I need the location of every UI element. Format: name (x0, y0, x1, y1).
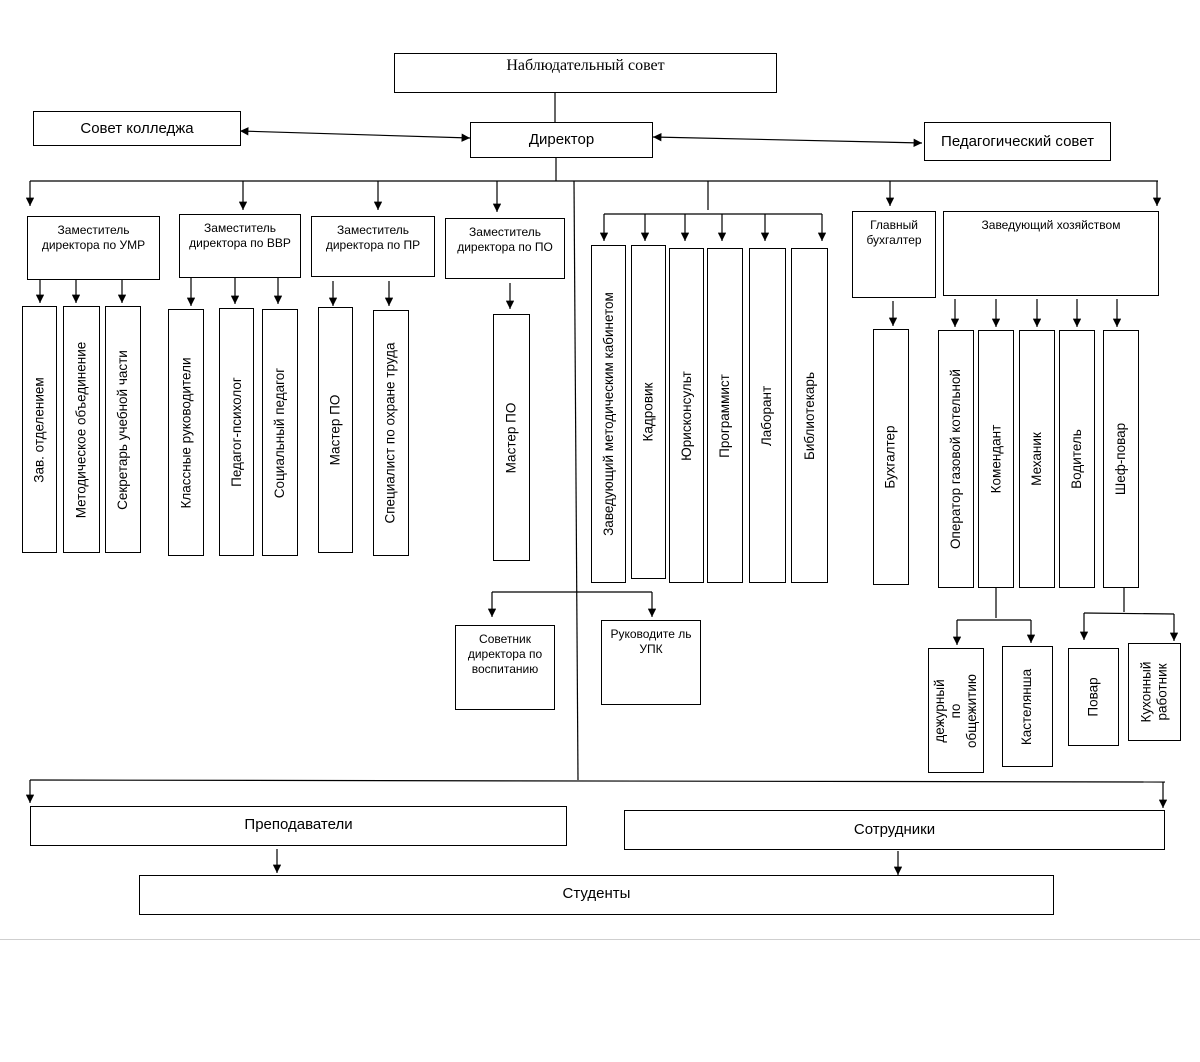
upk-head-box: Руководите ль УПК (601, 620, 701, 705)
staff-label: Социальный педагог (272, 367, 287, 498)
staff-label: Специалист по охране труда (383, 342, 398, 524)
staff-label: Библиотекарь (801, 371, 817, 460)
staff-label: Повар (1085, 677, 1101, 717)
housekeeping-head-box: Заведующий хозяйством (943, 211, 1159, 296)
staff-label: Зав. отделением (31, 376, 47, 483)
staff-box: Лаборант (749, 248, 786, 583)
upk-head-label: Руководите ль УПК (610, 627, 692, 656)
staff-box: Оператор газовой котельной (938, 330, 974, 588)
staff-label: Секретарь учебной части (115, 349, 130, 510)
teachers-label: Преподаватели (244, 816, 353, 833)
staff-label: Классные руководители (178, 357, 193, 508)
staff-box: Мастер ПО (493, 314, 530, 561)
employees-label: Сотрудники (853, 821, 936, 838)
education-advisor-box: Советник директора по воспитанию (455, 625, 555, 710)
deputy-umr-box: Заместитель директора по УМР (27, 216, 160, 280)
staff-box: Заведующий методическим кабинетом (591, 245, 626, 583)
college-council-box: Совет колледжа (33, 111, 241, 146)
deputy-pr-box: Заместитель директора по ПР (311, 216, 435, 277)
staff-box: Кухонный работник (1128, 643, 1181, 741)
teachers-box: Преподаватели (30, 806, 567, 846)
students-box: Студенты (139, 875, 1054, 915)
staff-label: Бухгалтер (883, 425, 898, 489)
staff-box: Водитель (1059, 330, 1095, 588)
staff-box: Юрисконсульт (669, 248, 704, 583)
pedagogical-council-box: Педагогический совет (924, 122, 1111, 161)
deputy-umr-label: Заместитель директора по УМР (41, 223, 146, 252)
supervisory-board-box: Наблюдательный совет (394, 53, 777, 93)
staff-box: Шеф-повар (1103, 330, 1139, 588)
staff-label: Кадровик (640, 382, 656, 442)
staff-label: Лаборант (759, 385, 775, 446)
staff-label: Механик (1029, 432, 1044, 486)
staff-label: Юрисконсульт (678, 370, 694, 461)
staff-box: Специалист по охране труда (373, 310, 409, 556)
staff-label: Комендант (988, 424, 1004, 494)
staff-box: Бухгалтер (873, 329, 909, 585)
director-label: Директор (528, 131, 595, 148)
deputy-vvr-label: Заместитель директора по ВВР (189, 221, 291, 250)
staff-box: дежурный по общежитию (928, 648, 984, 773)
supervisory-board-label: Наблюдательный совет (506, 57, 665, 74)
staff-label: дежурный по общежитию (932, 673, 980, 748)
staff-label: Методическое объединение (73, 341, 89, 518)
staff-label: Заведующий методическим кабинетом (600, 292, 616, 536)
staff-label: Оператор газовой котельной (948, 369, 963, 549)
college-council-label: Совет колледжа (80, 119, 194, 137)
staff-box: Комендант (978, 330, 1014, 588)
pedagogical-council-label: Педагогический совет (941, 132, 1094, 150)
staff-box: Зав. отделением (22, 306, 57, 553)
staff-box: Кастелянша (1002, 646, 1053, 767)
staff-box: Повар (1068, 648, 1119, 746)
staff-box: Механик (1019, 330, 1055, 588)
staff-label: Кастелянша (1019, 668, 1035, 745)
staff-box: Педагог-психолог (219, 308, 254, 556)
staff-label: Мастер ПО (327, 394, 343, 466)
deputy-vvr-box: Заместитель директора по ВВР (179, 214, 301, 278)
staff-box: Мастер ПО (318, 307, 353, 553)
staff-label: Шеф-повар (1113, 422, 1128, 496)
director-box: Директор (470, 122, 653, 158)
page-divider (0, 939, 1200, 940)
staff-box: Секретарь учебной части (105, 306, 141, 553)
staff-box: Методическое объединение (63, 306, 100, 553)
students-label: Студенты (562, 885, 631, 902)
deputy-po-label: Заместитель директора по ПО (457, 225, 553, 254)
deputy-po-box: Заместитель директора по ПО (445, 218, 565, 279)
staff-label: Программист (717, 373, 733, 458)
staff-box: Кадровик (631, 245, 666, 579)
housekeeping-head-label: Заведующий хозяйством (981, 218, 1121, 232)
staff-label: Водитель (1069, 429, 1085, 489)
staff-box: Программист (707, 248, 743, 583)
employees-box: Сотрудники (624, 810, 1165, 850)
staff-label: Педагог-психолог (228, 377, 244, 487)
deputy-pr-label: Заместитель директора по ПР (325, 223, 421, 252)
staff-label: Кухонный работник (1138, 661, 1170, 723)
chief-accountant-box: Главный бухгалтер (852, 211, 936, 298)
education-advisor-label: Советник директора по воспитанию (467, 632, 543, 676)
chief-accountant-label: Главный бухгалтер (866, 218, 922, 247)
staff-label: Мастер ПО (503, 402, 519, 473)
staff-box: Классные руководители (168, 309, 204, 556)
staff-box: Библиотекарь (791, 248, 828, 583)
staff-box: Социальный педагог (262, 309, 298, 556)
